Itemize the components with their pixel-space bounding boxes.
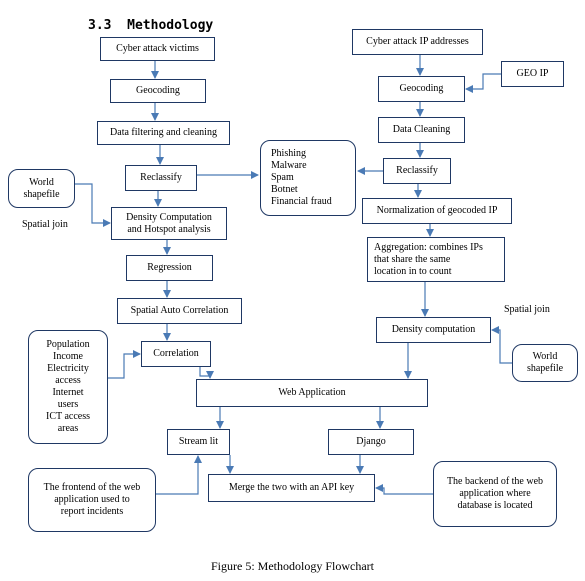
merge-box: Merge the two with an API key <box>208 474 375 502</box>
arrow-shapefile-to-density-right <box>491 326 512 364</box>
figure-caption: Figure 5: Methodology Flowchart <box>211 559 374 573</box>
arrow-backend-to-merge <box>375 484 433 495</box>
aggregation-box: Aggregation: combines IPs that share the… <box>367 237 505 282</box>
density-hotspot-box: Density Computation and Hotspot analysis <box>111 207 227 240</box>
arrow-correlation-to-webapp <box>199 367 214 379</box>
world-shapefile-left-box: World shapefile <box>8 169 75 208</box>
backend-note-box: The backend of the web application where… <box>433 461 557 527</box>
section-heading: 3.3 Methodology <box>88 18 214 33</box>
spatial-autocorrelation-box: Spatial Auto Correlation <box>117 298 242 324</box>
frontend-note-box: The frontend of the web application used… <box>28 468 156 532</box>
factors-box: Population Income Electricity access Int… <box>28 330 108 444</box>
cyber-attack-ips-box: Cyber attack IP addresses <box>352 29 483 55</box>
regression-box: Regression <box>126 255 213 281</box>
attack-categories-box: Phishing Malware Spam Botnet Financial f… <box>260 140 356 216</box>
correlation-box: Correlation <box>141 341 211 367</box>
arrow-geoip-to-geocoding <box>465 73 501 93</box>
arrow-shapefile-to-density <box>75 183 111 227</box>
web-application-box: Web Application <box>196 379 428 407</box>
world-shapefile-right-box: World shapefile <box>512 344 578 382</box>
geocoding-left-box: Geocoding <box>110 79 206 103</box>
spatial-join-right-label: Spatial join <box>504 304 550 315</box>
density-computation-box: Density computation <box>376 317 491 343</box>
normalization-box: Normalization of geocoded IP <box>362 198 512 224</box>
arrow-frontend-to-streamlit <box>156 455 202 495</box>
django-box: Django <box>328 429 414 455</box>
arrow-factors-to-correlation <box>108 350 141 379</box>
reclassify-right-box: Reclassify <box>383 158 451 184</box>
geocoding-right-box: Geocoding <box>378 76 465 102</box>
streamlit-box: Stream lit <box>167 429 230 455</box>
spatial-join-left-label: Spatial join <box>22 219 68 230</box>
cyber-attack-victims-box: Cyber attack victims <box>100 37 215 61</box>
reclassify-left-box: Reclassify <box>125 165 197 191</box>
geo-ip-box: GEO IP <box>501 61 564 87</box>
data-cleaning-box: Data Cleaning <box>378 117 465 143</box>
data-filtering-box: Data filtering and cleaning <box>97 121 230 145</box>
